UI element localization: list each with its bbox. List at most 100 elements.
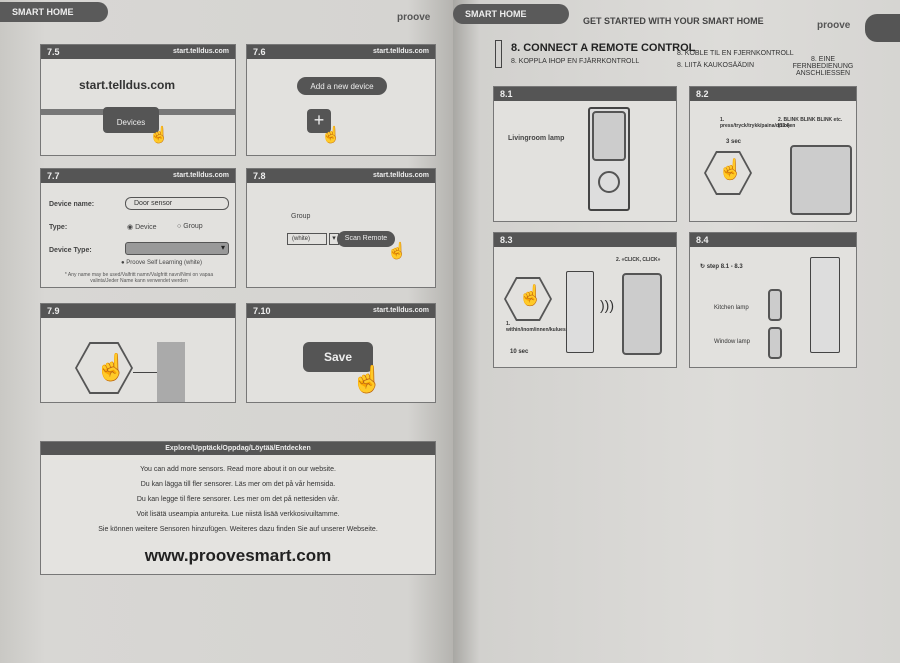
step-url: start.telldus.com bbox=[372, 307, 429, 314]
smart-plug-image bbox=[592, 111, 626, 161]
group-label: Group bbox=[291, 213, 311, 220]
option-text: Proove Self Learning (white) bbox=[126, 260, 203, 266]
door-sensor-image bbox=[157, 342, 185, 402]
step-number: 8.1 bbox=[500, 89, 513, 99]
blink-instruction: 2. BLINK BLINK BLINK etc. (10x) bbox=[778, 117, 843, 129]
within-instruction: 1. within/inom/innen/kuluessa/drinnen bbox=[506, 321, 592, 333]
socket-outlet bbox=[598, 171, 620, 193]
step-7-10-panel: 7.10 start.telldus.com Save ☝ bbox=[246, 303, 436, 403]
remote-icon bbox=[495, 40, 502, 68]
step-8-1-panel: 8.1 Livingroom lamp bbox=[493, 86, 677, 222]
step-7-5-panel: 7.5 start.telldus.com start.telldus.com D… bbox=[40, 44, 236, 156]
left-page-tab: SMART HOME bbox=[0, 2, 108, 22]
device-select[interactable]: (white) bbox=[287, 233, 327, 245]
step-number: 8.4 bbox=[696, 235, 709, 245]
step-number: 7.9 bbox=[47, 306, 60, 316]
press-instruction: 1. press/tryck/trykk/paina/drücken bbox=[720, 117, 796, 129]
add-device-bubble: Add a new device bbox=[297, 77, 387, 95]
page-header: GET STARTED WITH YOUR SMART HOME bbox=[583, 16, 764, 26]
hand-cursor-icon: ☝ bbox=[351, 364, 384, 394]
scan-remote-button[interactable]: Scan Remote bbox=[337, 231, 395, 247]
kitchen-plug-image bbox=[768, 289, 782, 321]
step-url: start.telldus.com bbox=[372, 48, 429, 55]
step-number: 8.3 bbox=[500, 235, 513, 245]
smart-plug-image bbox=[790, 145, 852, 215]
remote-control-image bbox=[810, 257, 840, 353]
devices-menu-button[interactable]: Devices bbox=[103, 107, 159, 133]
press-duration: 3 sec bbox=[726, 139, 742, 145]
section-title-de: 8. EINE FERNBEDIENUNG ANSCHLIESSEN bbox=[792, 56, 854, 77]
hand-cursor-icon: ☝ bbox=[387, 243, 407, 260]
name-note: * Any name may be used/Valfritt namn/Val… bbox=[64, 272, 214, 284]
explore-line: You can add more sensors. Read more abou… bbox=[140, 466, 336, 473]
type-device-radio[interactable]: ◉ Device bbox=[127, 224, 157, 231]
step-number: 7.10 bbox=[253, 306, 271, 316]
add-device-button[interactable]: + bbox=[307, 109, 331, 133]
step-number: 7.8 bbox=[253, 171, 266, 181]
kitchen-lamp-label: Kitchen lamp bbox=[714, 305, 749, 311]
hand-press-icon: ☝ bbox=[718, 159, 743, 181]
corner-tab bbox=[865, 14, 900, 42]
repeat-steps-text: step 8.1 - 8.3 bbox=[706, 264, 743, 270]
within-duration: 10 sec bbox=[510, 349, 529, 355]
website-url[interactable]: www.proovesmart.com bbox=[144, 546, 332, 565]
hand-press-icon: ☝ bbox=[95, 352, 128, 382]
radio-label: Device bbox=[135, 224, 157, 231]
remote-control-image bbox=[566, 271, 594, 353]
section-title-no: 8. KOBLE TIL EN FJERNKONTROLL bbox=[677, 50, 794, 57]
step-url: start.telldus.com bbox=[172, 48, 229, 55]
explore-line: Du kan legge til flere sensorer. Les mer… bbox=[136, 496, 340, 503]
smart-plug-image bbox=[622, 273, 662, 355]
repeat-steps-label: ↻ step 8.1 - 8.3 bbox=[700, 263, 743, 270]
radio-label: Group bbox=[183, 223, 203, 230]
step-number: 7.6 bbox=[253, 47, 266, 57]
hand-cursor-icon: ☝ bbox=[321, 127, 341, 144]
explore-line: Sie können weitere Sensoren hinzufügen. … bbox=[98, 526, 378, 533]
right-page: proove SMART HOME GET STARTED WITH YOUR … bbox=[397, 0, 900, 663]
explore-text: You can add more sensors. Read more abou… bbox=[49, 462, 427, 537]
left-page-logo: proove bbox=[397, 12, 431, 23]
right-page-tab: SMART HOME bbox=[453, 4, 569, 24]
window-lamp-label: Window lamp bbox=[714, 339, 751, 345]
press-button-hexagon bbox=[504, 277, 552, 321]
step-number: 7.5 bbox=[47, 47, 60, 57]
explore-line: Du kan lägga till fler sensorer. Läs mer… bbox=[140, 481, 336, 488]
section-title-fi: 8. LIITÄ KAUKOSÄÄDIN bbox=[677, 62, 755, 69]
chevron-down-icon: ▾ bbox=[220, 243, 225, 252]
device-type-label: Device Type: bbox=[49, 247, 92, 254]
type-label: Type: bbox=[49, 224, 68, 231]
type-group-radio[interactable]: ○ Group bbox=[177, 223, 203, 230]
hand-press-icon: ☝ bbox=[518, 285, 543, 307]
explore-panel: Explore/Upptäck/Oppdag/Löytää/Entdecken … bbox=[40, 441, 436, 575]
device-name-label: Device name: bbox=[49, 201, 95, 208]
step-url: start.telldus.com bbox=[172, 172, 229, 179]
save-button[interactable]: Save bbox=[303, 342, 373, 372]
explore-title: Explore/Upptäck/Oppdag/Löytää/Entdecken bbox=[41, 442, 435, 455]
left-page: SMART HOME 7.5 start.telldus.com start.te… bbox=[0, 0, 453, 663]
browser-address: start.telldus.com bbox=[79, 78, 176, 92]
hand-cursor-icon: ☝ bbox=[149, 127, 169, 144]
step-8-3-panel: 8.3 2. «CLICK, CLICK» ☝ 1. within/inom/i… bbox=[493, 232, 677, 368]
click-instruction: 2. «CLICK, CLICK» bbox=[616, 257, 661, 263]
step-8-2-panel: 8.2 1. press/tryck/trykk/paina/drücken 3… bbox=[689, 86, 857, 222]
step-8-4-panel: 8.4 ↻ step 8.1 - 8.3 Kitchen lamp Window… bbox=[689, 232, 857, 368]
device-type-option: ● Proove Self Learning (white) bbox=[121, 260, 203, 266]
device-name-field[interactable]: Door sensor bbox=[125, 197, 229, 210]
repeat-icon: ↻ bbox=[700, 264, 707, 270]
step-7-9-panel: 7.9 ☝ bbox=[40, 303, 236, 403]
explore-line: Voit lisätä useampia antureita. Lue niis… bbox=[136, 511, 340, 518]
device-type-select[interactable]: ▾ bbox=[125, 242, 229, 255]
signal-waves-icon: ))) bbox=[600, 297, 614, 313]
step-number: 8.2 bbox=[696, 89, 709, 99]
pointer-line bbox=[133, 372, 179, 373]
right-page-logo: proove bbox=[817, 20, 851, 31]
livingroom-lamp-label: Livingroom lamp bbox=[508, 135, 565, 142]
plus-icon: + bbox=[313, 110, 325, 130]
window-plug-image bbox=[768, 327, 782, 359]
section-title: 8. CONNECT A REMOTE CONTROL bbox=[511, 42, 696, 54]
step-url: start.telldus.com bbox=[372, 172, 429, 179]
